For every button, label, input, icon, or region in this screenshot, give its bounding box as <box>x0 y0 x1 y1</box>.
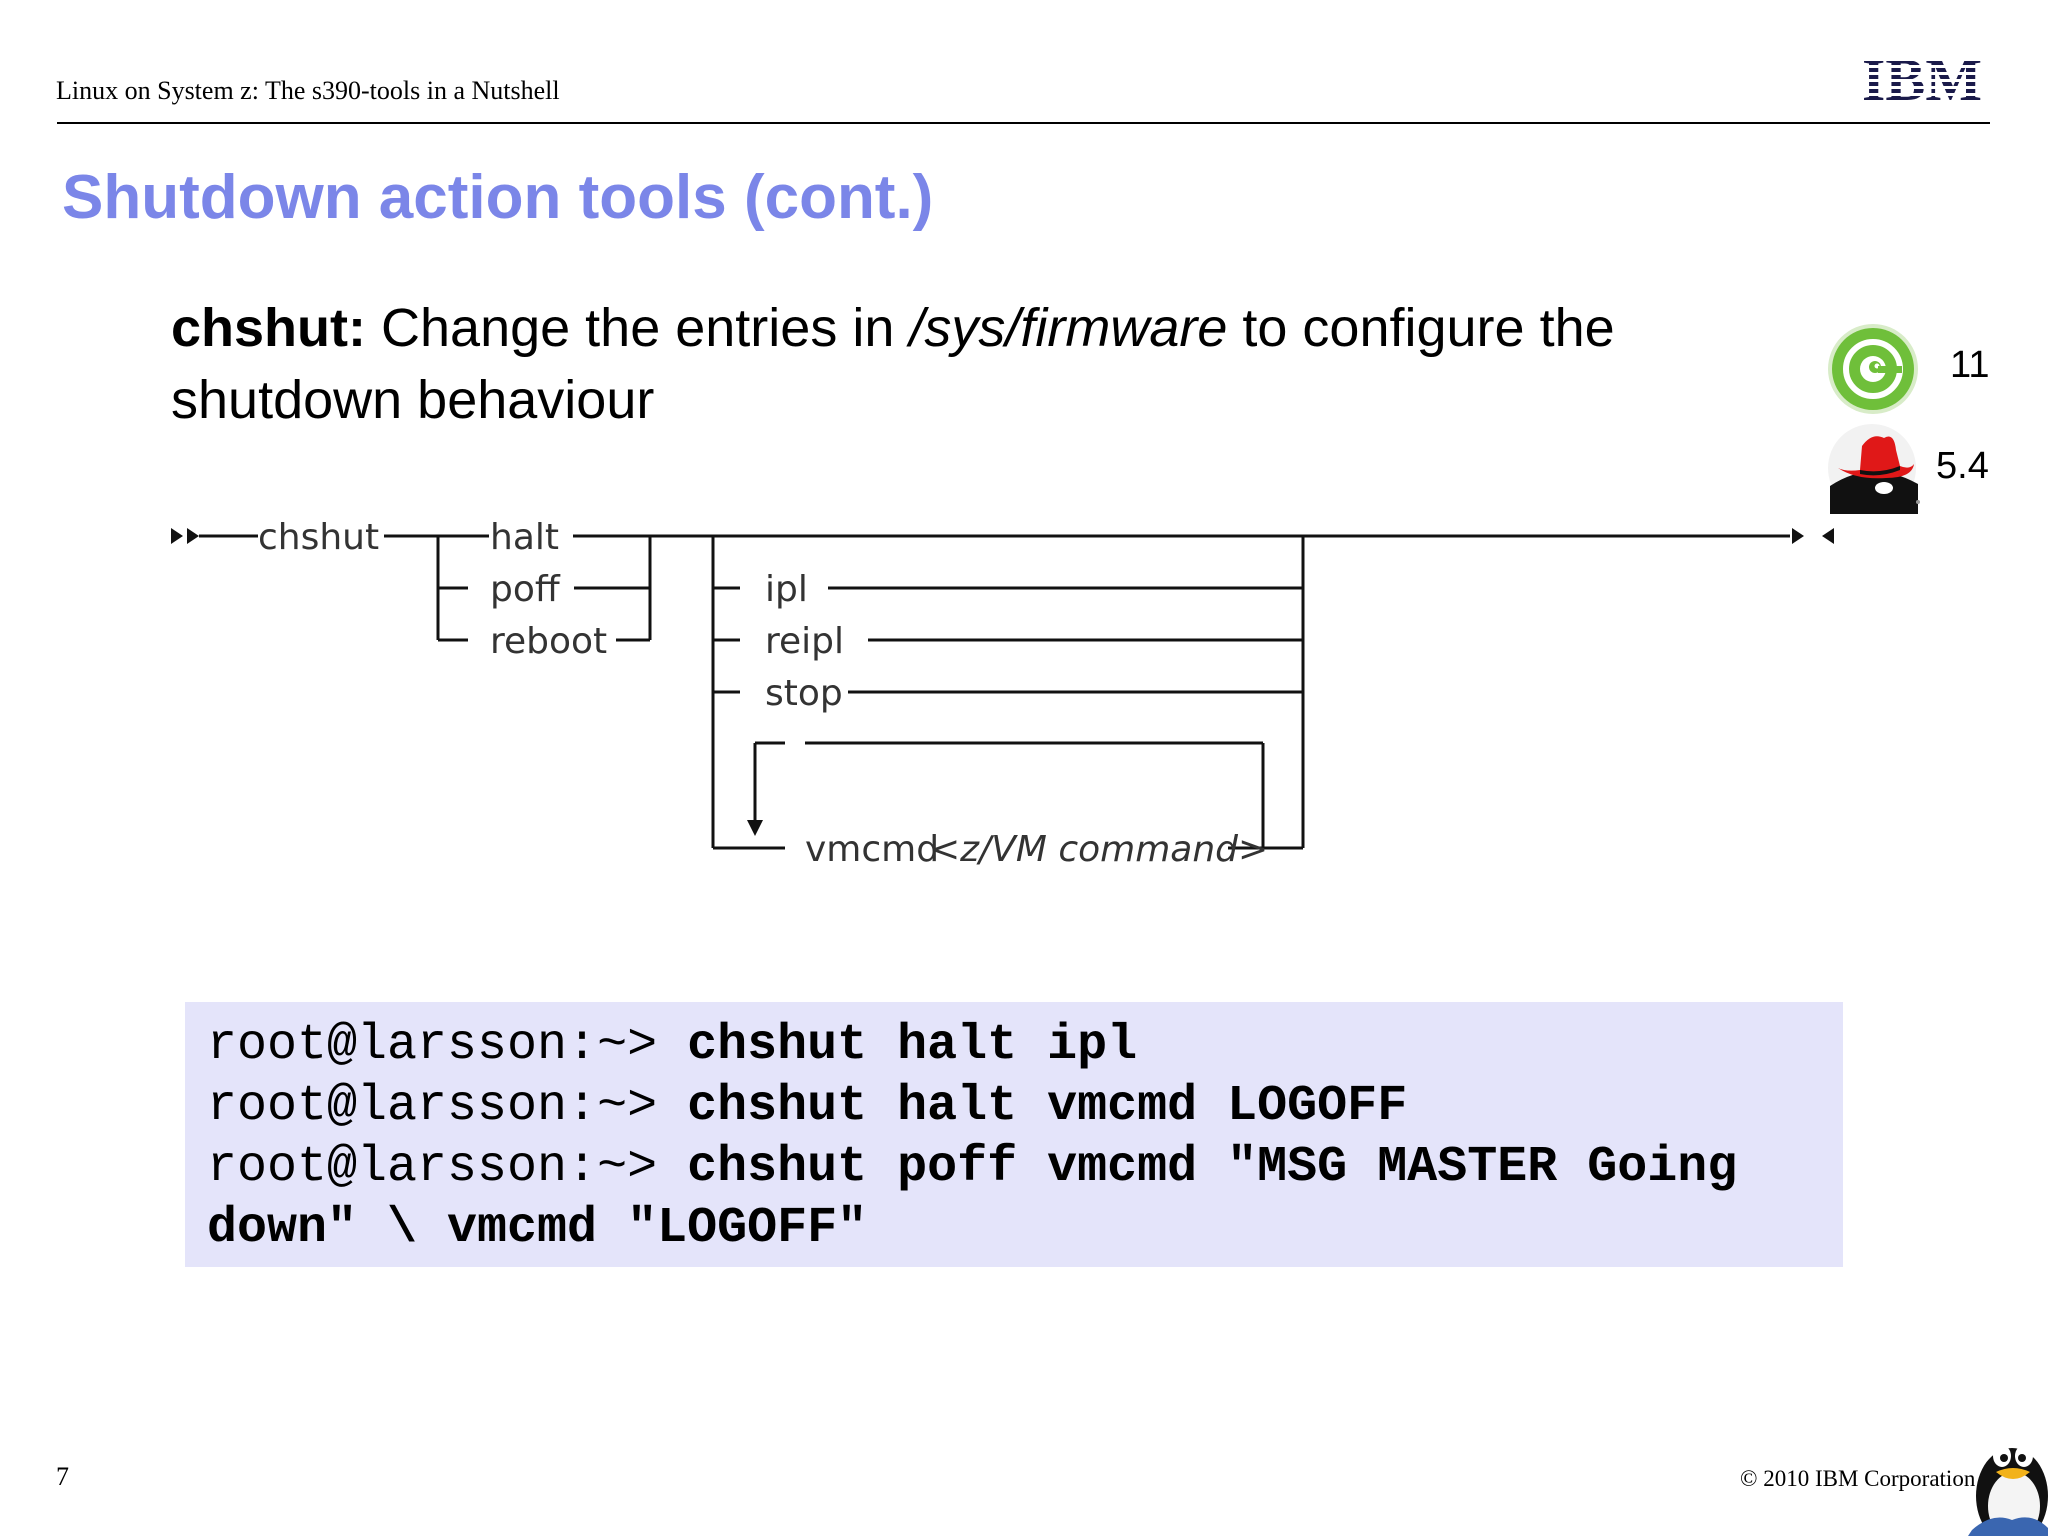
opensuse-chameleon-icon <box>1826 322 1920 416</box>
ibm-logo: IBM <box>1855 47 1990 113</box>
code-command: chshut halt vmcmd LOGOFF <box>687 1078 1408 1135</box>
tux-penguin-icon <box>1962 1420 2048 1536</box>
code-example: root@larsson:~> chshut halt ipl root@lar… <box>207 1015 1837 1259</box>
copyright: © 2010 IBM Corporation <box>1740 1466 1976 1491</box>
redhat-shadowman-icon <box>1826 422 1924 514</box>
syntax-trigger-halt: halt <box>490 517 559 558</box>
lead-text-1: Change the entries in <box>366 298 910 358</box>
code-line: root@larsson:~> chshut halt vmcmd LOGOFF <box>207 1076 1837 1137</box>
code-line: root@larsson:~> chshut halt ipl <box>207 1015 1837 1076</box>
code-command: chshut poff vmcmd "MSG MASTER Going <box>687 1139 1738 1196</box>
syntax-action-stop: stop <box>765 673 843 714</box>
sles-version: 11 <box>1950 344 1990 386</box>
rhel-version: 5.4 <box>1936 445 1989 487</box>
header-divider <box>57 122 1990 124</box>
header-title: Linux on System z: The s390-tools in a N… <box>56 76 560 105</box>
code-example-box <box>185 1002 1843 1267</box>
code-prompt: root@larsson:~> <box>207 1139 688 1196</box>
lead-path: /sys/firmware <box>909 298 1228 358</box>
slide-title: Shutdown action tools (cont.) <box>62 163 934 232</box>
page-number: 7 <box>56 1462 69 1491</box>
lead-text-2: to configure the shutdown behaviour <box>171 298 1615 430</box>
syntax-action-reipl: reipl <box>765 621 844 662</box>
syntax-trigger-reboot: reboot <box>490 621 607 662</box>
code-prompt: root@larsson:~> <box>207 1078 688 1135</box>
code-command: down" \ vmcmd "LOGOFF" <box>207 1200 868 1257</box>
lead-command: chshut: <box>171 298 366 358</box>
syntax-action-vmcmd: vmcmd <box>805 829 939 870</box>
lead-paragraph: chshut: Change the entries in /sys/firmw… <box>171 292 1631 436</box>
code-line: root@larsson:~> chshut poff vmcmd "MSG M… <box>207 1137 1837 1198</box>
syntax-command: chshut <box>258 517 379 558</box>
code-command: chshut halt ipl <box>687 1017 1138 1074</box>
syntax-trigger-poff: poff <box>490 569 561 610</box>
code-line: down" \ vmcmd "LOGOFF" <box>207 1198 1837 1259</box>
syntax-vmcmd-argument: <z/VM command> <box>930 829 1268 870</box>
syntax-action-ipl: ipl <box>765 569 808 610</box>
code-prompt: root@larsson:~> <box>207 1017 688 1074</box>
